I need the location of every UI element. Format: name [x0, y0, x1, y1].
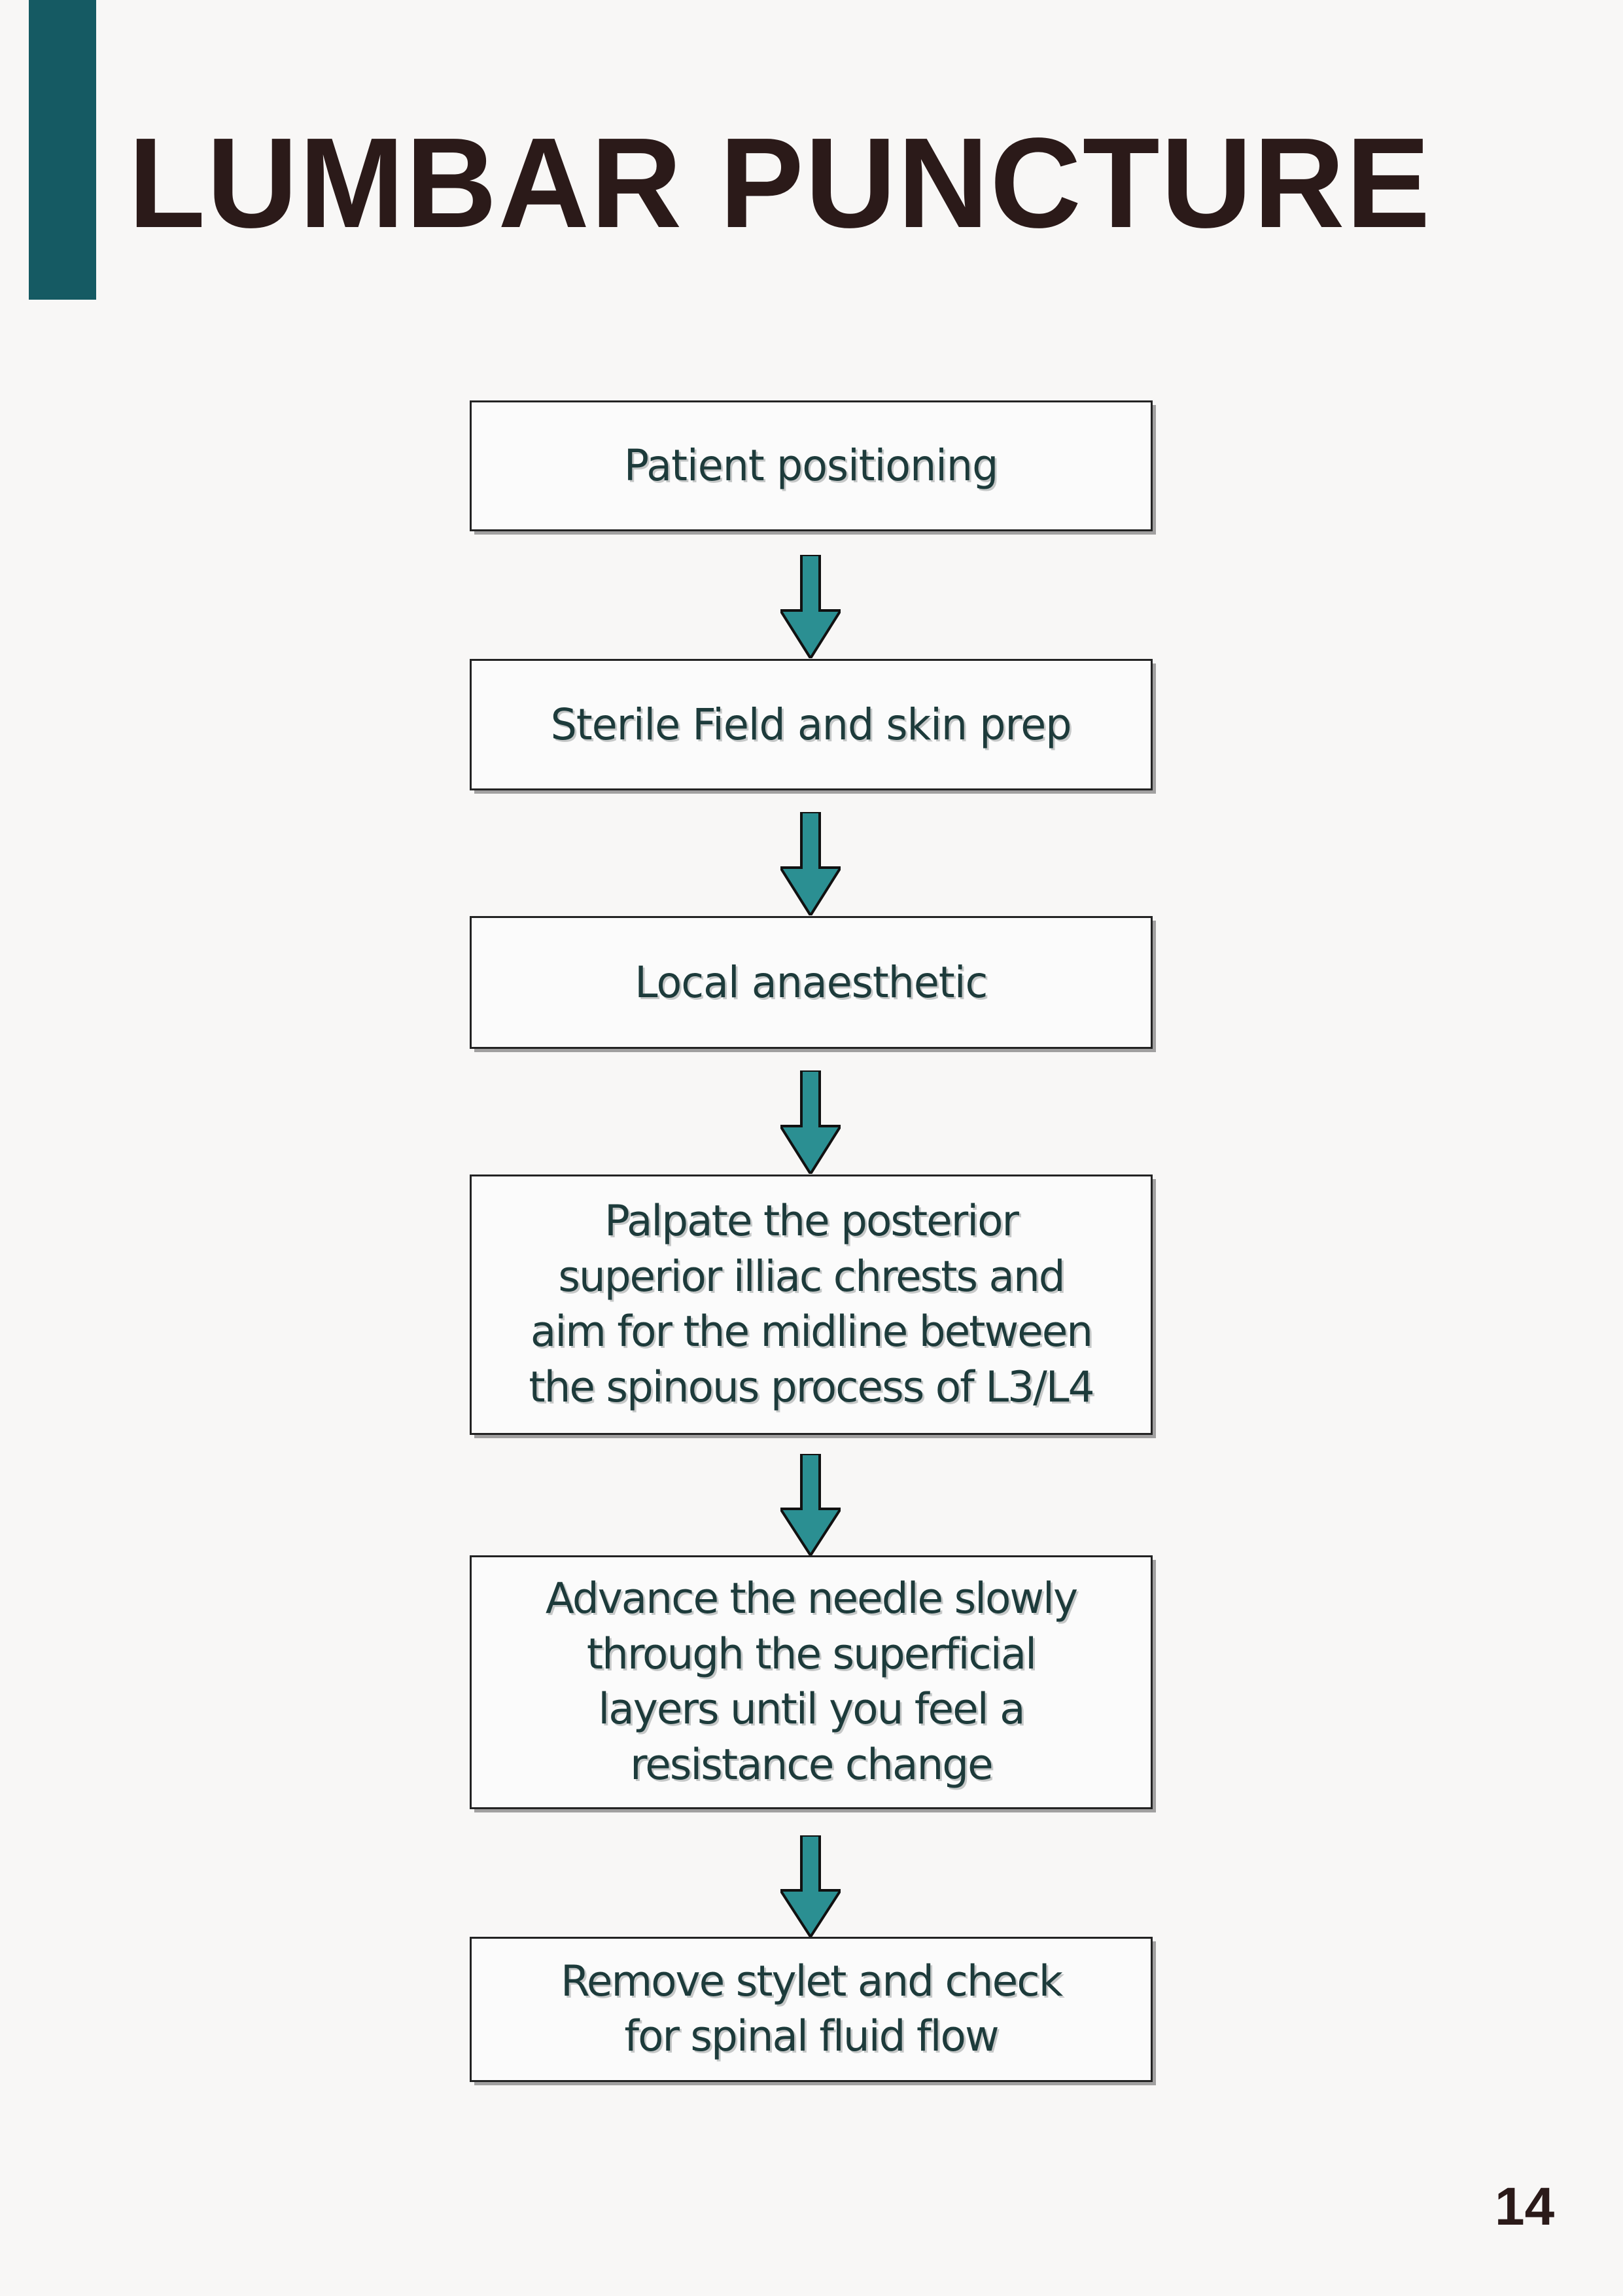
page-number: 14 [1495, 2177, 1555, 2236]
flow-step-label-palpate-psis-and-aim-midline: Palpate the posterior superior illiac ch… [529, 1197, 1094, 1412]
flow-arrow-sterile-field-and-skin-prep-to-local-anaesthetic [780, 812, 841, 915]
down-arrow-icon [780, 1835, 841, 1937]
title-accent-bar [29, 0, 96, 300]
flow-step-label-remove-stylet-check-csf-flow: Remove stylet and check for spinal fluid… [561, 1956, 1063, 2062]
down-arrow-icon [780, 555, 841, 658]
flow-step-label-sterile-field-and-skin-prep: Sterile Field and skin prep [551, 699, 1072, 750]
flow-step-box-patient-positioning: Patient positioning [470, 400, 1153, 531]
flow-step-label-local-anaesthetic: Local anaesthetic [635, 957, 988, 1008]
down-arrow-icon [780, 1454, 841, 1555]
flow-step-label-patient-positioning: Patient positioning [624, 440, 998, 491]
down-arrow-icon [780, 1070, 841, 1174]
flow-arrow-palpate-psis-and-aim-midline-to-advance-needle-slowly [780, 1454, 841, 1555]
flow-arrow-advance-needle-slowly-to-remove-stylet-check-csf-flow [780, 1835, 841, 1937]
page-title: LUMBAR PUNCTURE [128, 111, 1432, 255]
flow-step-box-sterile-field-and-skin-prep: Sterile Field and skin prep [470, 659, 1153, 790]
flow-step-box-palpate-psis-and-aim-midline: Palpate the posterior superior illiac ch… [470, 1174, 1153, 1435]
flow-arrow-local-anaesthetic-to-palpate-psis-and-aim-midline [780, 1070, 841, 1174]
flow-step-box-advance-needle-slowly: Advance the needle slowly through the su… [470, 1555, 1153, 1809]
down-arrow-icon [780, 812, 841, 915]
flow-step-box-local-anaesthetic: Local anaesthetic [470, 916, 1153, 1049]
flow-step-box-remove-stylet-check-csf-flow: Remove stylet and check for spinal fluid… [470, 1937, 1153, 2082]
flow-step-label-advance-needle-slowly: Advance the needle slowly through the su… [545, 1574, 1078, 1790]
flow-arrow-patient-positioning-to-sterile-field-and-skin-prep [780, 555, 841, 658]
